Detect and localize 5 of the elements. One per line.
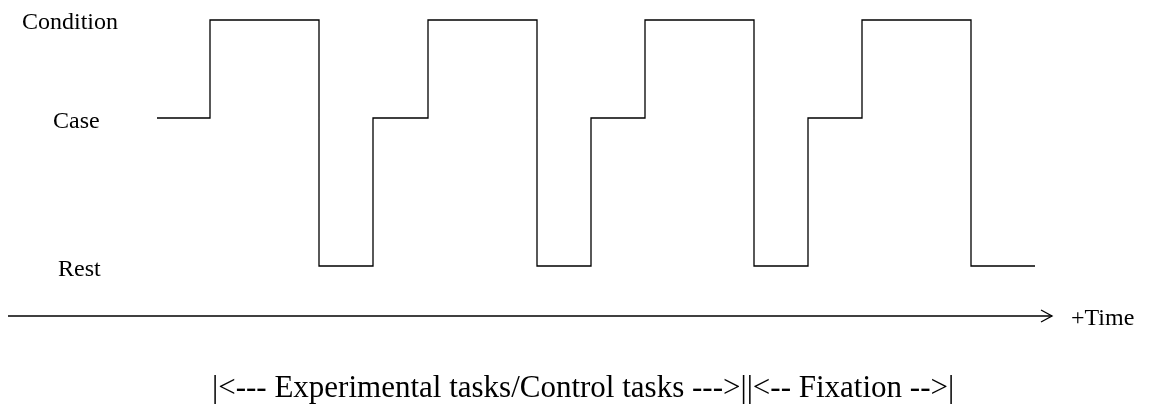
axis-label: +Time	[1071, 305, 1135, 329]
axis-label: Case	[53, 108, 100, 132]
axis-label: Rest	[58, 256, 101, 280]
axis-label: Condition	[22, 9, 118, 33]
phase-legend-text: |<--- Experimental tasks/Control tasks --->||<-- Fixation -->|	[212, 371, 955, 402]
